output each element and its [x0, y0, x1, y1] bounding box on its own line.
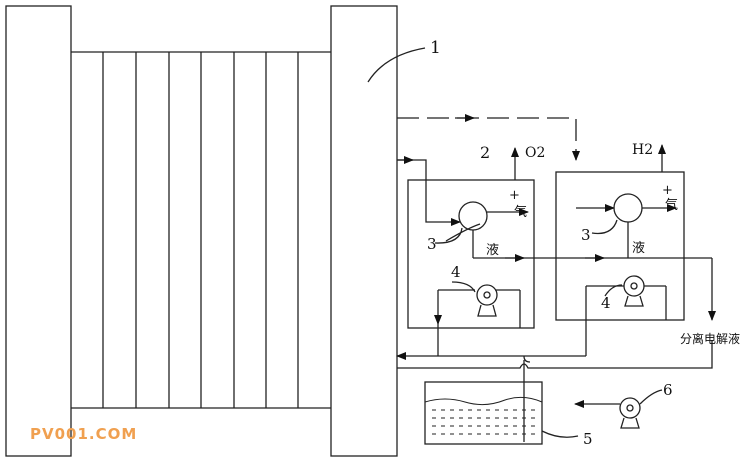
- label-o2: O2: [525, 145, 545, 161]
- label-liquid-left: 液: [486, 243, 499, 258]
- right-end-plate: [330, 5, 398, 457]
- label-plus-right: +: [662, 183, 673, 198]
- leader-1: [367, 47, 426, 83]
- label-6: 6: [663, 381, 673, 399]
- cell-plates: [102, 52, 299, 408]
- label-2: 2: [480, 143, 490, 162]
- label-separation-electrolyte: 分离电解液: [680, 331, 740, 346]
- oxygen-separator: [407, 179, 535, 329]
- leader-4-right: [604, 284, 623, 297]
- left-end-plate: [5, 5, 72, 457]
- leader-2-curve: [445, 223, 481, 242]
- left-circulation-pump: [434, 284, 521, 328]
- electrolyte-tank: [424, 360, 543, 445]
- leader-4-left: [451, 281, 476, 293]
- label-4-left: 4: [451, 263, 461, 281]
- right-circulation-pump: [585, 275, 667, 356]
- label-1: 1: [430, 38, 441, 58]
- leader-6: [639, 389, 663, 405]
- leader-3-left: [434, 227, 463, 244]
- hydrogen-separator: [555, 171, 685, 321]
- label-5: 5: [583, 430, 593, 448]
- pipe-to-left-separator: [397, 159, 461, 226]
- label-h2: H2: [632, 142, 653, 158]
- left-separator-ball: [458, 201, 488, 231]
- label-3-right: 3: [581, 226, 591, 244]
- label-gas-right: 气: [665, 197, 678, 213]
- right-separator-ball: [613, 193, 643, 223]
- watermark: PV001.COM: [30, 425, 138, 443]
- leader-5: [541, 430, 579, 438]
- electrolyzer-stack: [5, 5, 398, 457]
- label-liquid-right: 液: [632, 241, 645, 256]
- feed-pump: [574, 397, 641, 429]
- label-plus-left: +: [509, 188, 520, 203]
- leader-3-right: [591, 219, 618, 235]
- label-4-right: 4: [601, 294, 611, 312]
- label-3-left: 3: [427, 235, 437, 253]
- label-gas-left: 气: [514, 204, 527, 220]
